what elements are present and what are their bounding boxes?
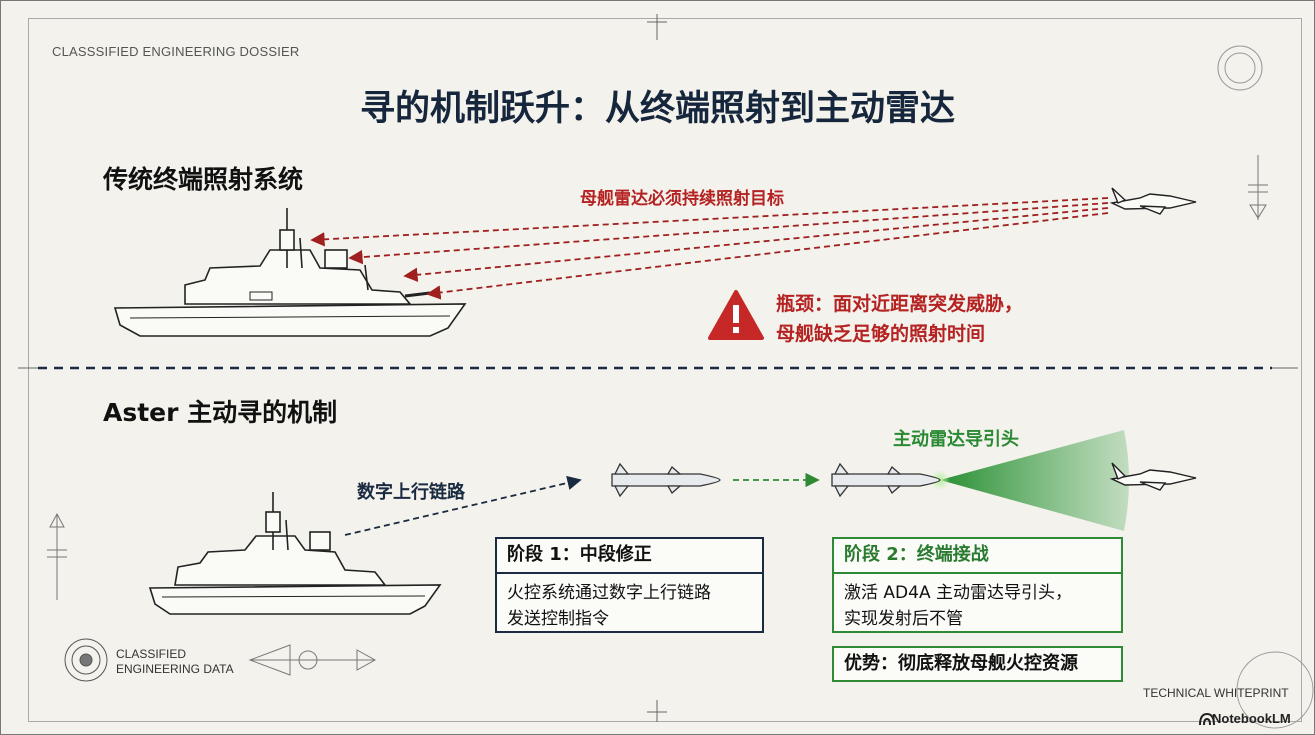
classified-stamp-icon xyxy=(64,638,108,682)
stage1-title: 阶段 1：中段修正 xyxy=(497,539,762,574)
inner-border xyxy=(28,18,1302,722)
ship-icon xyxy=(148,492,442,615)
radar-cone xyxy=(940,430,1129,531)
traditional-heading: 传统终端照射系统 xyxy=(103,165,304,194)
warning-icon xyxy=(708,290,764,340)
warning-line: 母舰缺乏足够的照射时间 xyxy=(776,323,986,345)
stage2-title: 阶段 2：终端接战 xyxy=(834,539,1121,574)
warning-line: 瓶颈：面对近距离突发威胁， xyxy=(776,293,1024,315)
side-schematic-icon xyxy=(47,155,1268,676)
fighter-jet-icon xyxy=(1109,187,1197,215)
stage2-line: 激活 AD4A 主动雷达导引头， xyxy=(844,583,1072,603)
illumination-label: 母舰雷达必须持续照射目标 xyxy=(580,189,784,209)
missile-icon xyxy=(611,462,721,498)
missile-icon xyxy=(831,462,941,498)
fighter-jet-icon xyxy=(1109,462,1197,491)
dossier-label: CLASSSIFIED ENGINEERING DOSSIER xyxy=(52,44,300,59)
stage2-line: 实现发射后不管 xyxy=(844,609,963,629)
seal-icon xyxy=(1217,45,1314,729)
illumination-beams xyxy=(310,197,1109,300)
notebooklm-brand: NotebookLM xyxy=(1212,711,1291,726)
stage1-box: 阶段 1：中段修正 火控系统通过数字上行链路发送控制指令 xyxy=(495,537,764,633)
stage1-line: 发送控制指令 xyxy=(507,609,609,629)
whiteprint-label: TECHNICAL WHITEPRINT xyxy=(1143,686,1289,700)
uplink-label: 数字上行链路 xyxy=(357,482,465,503)
stamp-text: CLASSIFIED ENGINEERING DATA xyxy=(116,647,234,677)
seeker-label: 主动雷达导引头 xyxy=(893,429,1019,450)
stage1-line: 火控系统通过数字上行链路 xyxy=(507,583,711,603)
stamp-line: ENGINEERING DATA xyxy=(116,662,234,676)
stage2-box: 阶段 2：终端接战 激活 AD4A 主动雷达导引头， 实现发射后不管 xyxy=(832,537,1123,633)
ship-icon xyxy=(113,208,467,337)
uplink-arrow xyxy=(344,475,582,536)
page-title: 寻的机制跃升：从终端照射到主动雷达 xyxy=(359,89,955,129)
aster-heading: Aster 主动寻的机制 xyxy=(103,398,338,427)
notebooklm-logo-icon xyxy=(1199,712,1215,726)
warning-text: 瓶颈：面对近距离突发威胁， 母舰缺乏足够的照射时间 xyxy=(776,289,1023,349)
advantage-box: 优势：彻底释放母舰火控资源 xyxy=(832,646,1123,682)
stamp-line: CLASSIFIED xyxy=(116,647,187,661)
crosshair-marks xyxy=(18,14,1298,722)
